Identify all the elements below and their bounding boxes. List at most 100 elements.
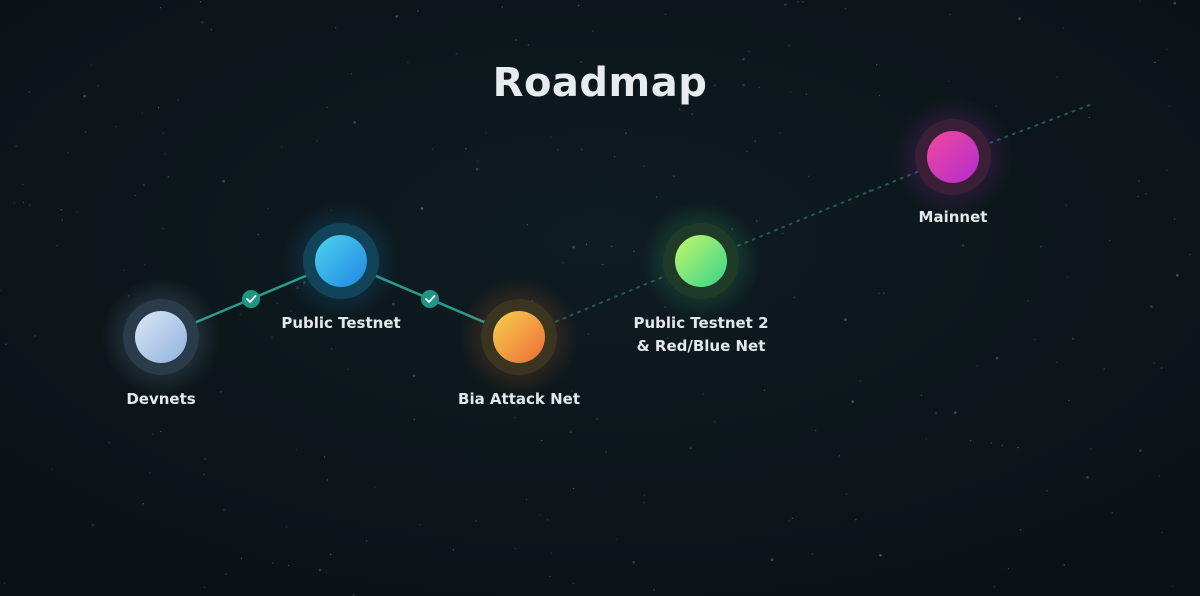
star xyxy=(1088,116,1091,119)
star xyxy=(239,313,241,316)
star xyxy=(413,418,415,421)
star xyxy=(1161,531,1163,534)
star xyxy=(177,99,179,101)
star xyxy=(572,245,575,249)
star xyxy=(407,61,409,64)
star xyxy=(673,175,675,177)
star xyxy=(325,571,327,574)
star xyxy=(605,451,607,453)
star xyxy=(280,146,283,148)
star xyxy=(935,412,937,414)
star xyxy=(392,302,395,306)
star xyxy=(1062,27,1065,29)
label-line: Mainnet xyxy=(918,208,988,226)
star xyxy=(754,140,757,142)
star xyxy=(788,44,790,47)
star xyxy=(554,92,556,95)
star xyxy=(782,232,784,234)
star xyxy=(525,499,528,501)
star xyxy=(83,94,86,98)
star xyxy=(763,389,766,391)
star xyxy=(374,486,376,488)
star xyxy=(791,517,794,519)
label-line: Public Testnet 2 xyxy=(633,314,769,332)
star xyxy=(1173,1,1177,5)
star xyxy=(1103,368,1106,370)
star xyxy=(587,333,590,335)
star xyxy=(713,421,716,423)
star xyxy=(526,224,529,226)
star xyxy=(602,263,604,266)
star xyxy=(1019,529,1022,531)
star xyxy=(549,575,551,578)
star xyxy=(550,136,552,138)
star xyxy=(67,152,69,154)
star xyxy=(878,292,880,294)
star xyxy=(779,132,781,134)
star xyxy=(614,155,616,158)
star xyxy=(476,160,479,163)
star xyxy=(797,1,799,3)
star xyxy=(970,440,972,442)
star xyxy=(1040,246,1042,248)
star xyxy=(412,374,416,378)
star xyxy=(352,593,355,596)
star xyxy=(330,348,333,350)
star xyxy=(600,79,602,81)
star xyxy=(518,398,520,401)
star xyxy=(1111,512,1113,514)
milestone-nodes xyxy=(101,97,1013,397)
label-line: Public Testnet xyxy=(281,314,401,332)
star xyxy=(653,589,655,591)
star xyxy=(1034,338,1036,341)
star xyxy=(142,503,144,505)
star xyxy=(431,148,433,151)
star xyxy=(562,262,564,264)
star xyxy=(805,93,808,95)
star xyxy=(13,202,15,204)
star xyxy=(455,53,457,55)
star xyxy=(1086,476,1089,479)
star xyxy=(288,323,290,325)
star xyxy=(485,132,487,134)
star xyxy=(28,91,30,93)
star xyxy=(513,417,516,419)
star xyxy=(475,520,477,522)
star xyxy=(267,208,269,210)
star xyxy=(1150,305,1153,308)
star xyxy=(802,1,804,3)
label-devnets: Devnets xyxy=(126,388,195,411)
star xyxy=(210,29,213,31)
star xyxy=(845,493,848,495)
star xyxy=(838,455,841,457)
star xyxy=(91,523,94,527)
star xyxy=(326,106,328,109)
star xyxy=(572,583,575,585)
star xyxy=(61,219,63,221)
label-bia-attack-net: Bia Attack Net xyxy=(458,388,580,411)
star xyxy=(851,400,854,403)
star xyxy=(143,184,145,186)
star xyxy=(329,553,332,556)
star xyxy=(350,73,353,75)
star xyxy=(201,21,204,24)
star xyxy=(1154,61,1156,64)
star xyxy=(948,80,950,83)
star xyxy=(15,145,17,147)
star xyxy=(580,61,582,63)
star xyxy=(225,573,227,575)
page-title: Roadmap xyxy=(492,60,708,106)
star xyxy=(643,165,645,167)
star xyxy=(203,586,206,589)
star xyxy=(419,524,421,526)
star xyxy=(84,131,87,133)
milestone-node-public-testnet-2 xyxy=(641,201,761,321)
star xyxy=(1168,105,1171,107)
star xyxy=(134,194,136,197)
star xyxy=(755,220,758,222)
star xyxy=(3,582,6,584)
star xyxy=(271,336,273,338)
star xyxy=(1017,446,1019,449)
star xyxy=(417,10,419,12)
star xyxy=(395,15,399,18)
